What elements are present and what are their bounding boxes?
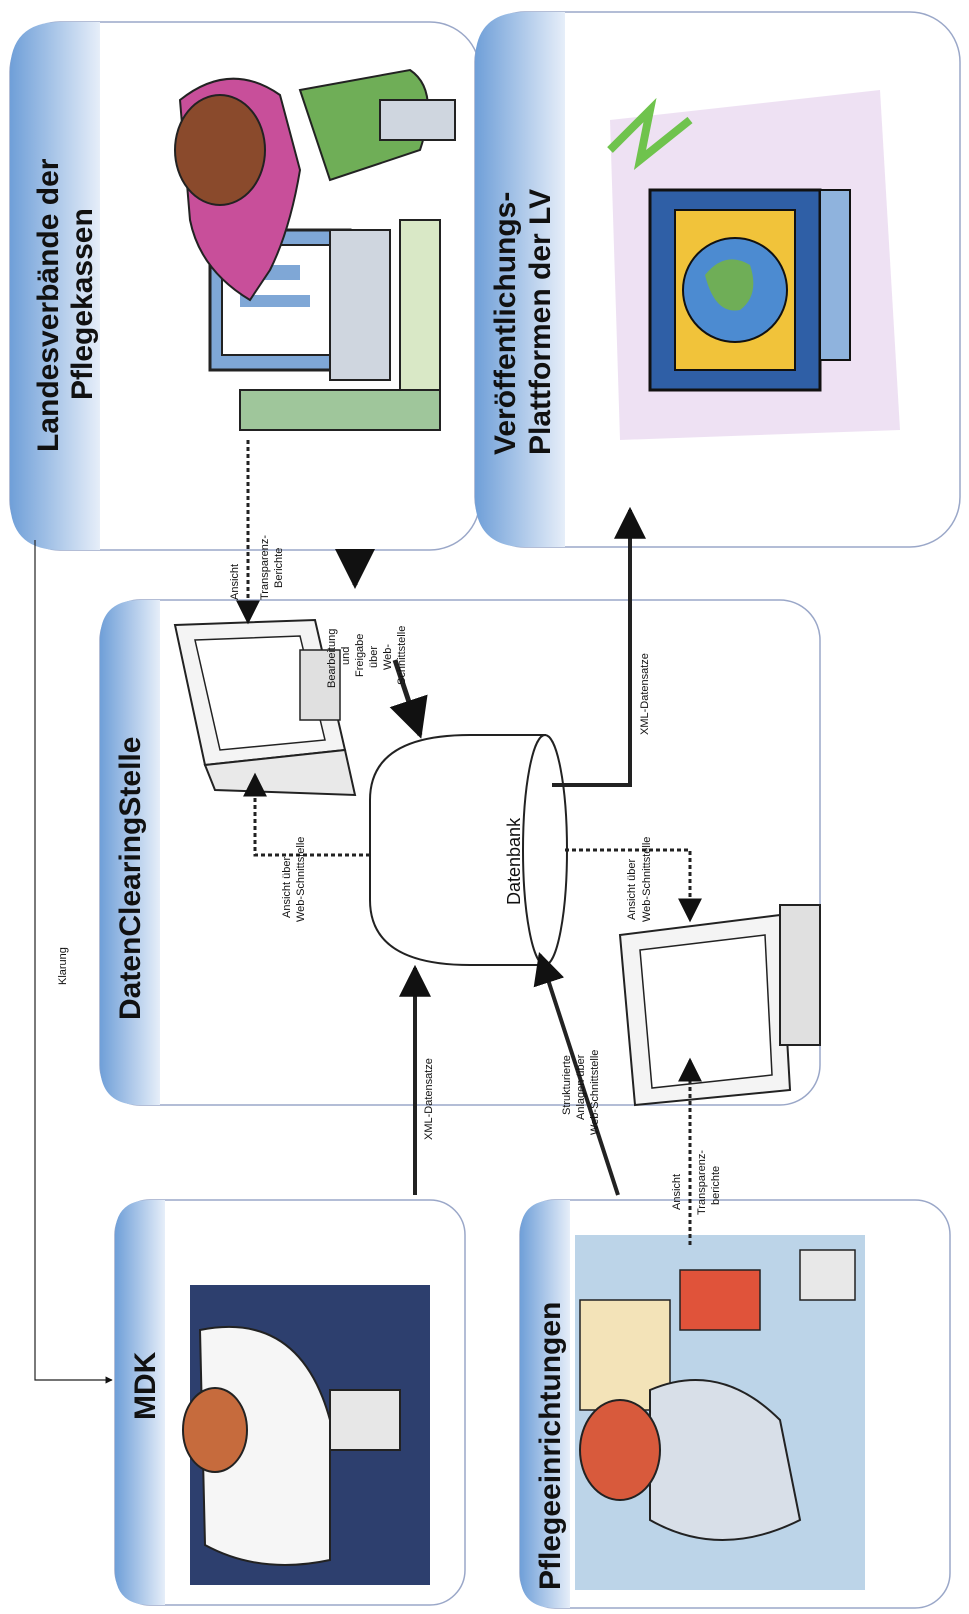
platform-title-2: Plattformen der LV [524, 189, 557, 455]
doctor-illustration [182, 1285, 430, 1585]
edge-xml-platform [552, 506, 646, 787]
database-label: Datenbank [504, 817, 524, 905]
edge-ansicht-web-top-l2: Web-Schnittstelle [295, 837, 307, 922]
edge-bearbeitung-l1: Bearbeitung [326, 629, 338, 688]
edge-ansicht-web-top-l1: Ansicht über [281, 857, 293, 918]
edge-ansicht-top-l2: Transparenz- [259, 535, 271, 600]
edge-ansicht-top-l3: Berichte [273, 548, 285, 588]
edge-xml-platform-label: XML-Datensatze [639, 653, 651, 735]
pflege-node: Pflegeeinrichtungen [519, 1199, 951, 1609]
edge-bearbeitung-l3: Freigabe [354, 634, 366, 677]
edge-bearbeitung-l6: Schnittstelle [396, 626, 408, 685]
mdk-node: MDK [114, 1199, 466, 1606]
edge-strukturierte-l3: Web-Schnittstelle [589, 1050, 601, 1135]
edge-ansicht-bottom-l3: berichte [710, 1166, 722, 1205]
edge-ansicht-top-l1: Ansicht [229, 564, 241, 600]
landesverbaende-title-1: Landesverbände der [32, 158, 65, 452]
edge-bearbeitung-l5: Web- [382, 644, 394, 670]
edge-klarung [34, 540, 113, 1384]
landesverbaende-title-2: Pflegekassen [66, 208, 99, 400]
edge-bearbeitung [389, 659, 428, 739]
landesverbaende-node: Landesverbände der Pflegekassen [9, 21, 481, 551]
edge-bearbeitung-l2: und [340, 647, 352, 665]
globe-monitor-illustration [607, 90, 900, 440]
edge-klarung-label: Klarung [57, 947, 69, 985]
monitor-bottom-icon [618, 904, 821, 1107]
pflege-title: Pflegeeinrichtungen [534, 1302, 567, 1590]
dcs-title: DatenClearingStelle [114, 737, 147, 1020]
edge-strukturierte [533, 951, 620, 1196]
edge-bearbeitung-l4: über [368, 646, 380, 668]
mdk-title: MDK [129, 1351, 162, 1420]
dcs-node: DatenClearingStelle Datenbank [99, 599, 821, 1107]
edge-strukturierte-l1: Strukturierte [561, 1055, 573, 1115]
edge-ansicht-bottom-l2: Transparenz- [696, 1150, 708, 1215]
edge-ansicht-web-bottom-l1: Ansicht über [626, 859, 638, 920]
edge-ansicht-web-top [243, 772, 370, 857]
edge-ansicht-bottom-l1: Ansicht [671, 1174, 683, 1210]
platform-node: Veröffentlichungs- Plattformen der LV [474, 11, 961, 548]
platform-title-1: Veröffentlichungs- [489, 192, 522, 455]
monitor-top-icon [173, 618, 357, 797]
edge-ansicht-web-bottom [565, 848, 702, 923]
care-facility-illustration [575, 1235, 865, 1590]
connectors: Klarung Ansicht Transparenz- Berichte Be… [34, 440, 722, 1384]
edge-xml-mdk-label: XML-Datensatze [423, 1058, 435, 1140]
edge-ansicht-web-bottom-l2: Web-Schnittstelle [641, 837, 653, 922]
database-cylinder: Datenbank [369, 734, 568, 966]
edge-strukturierte-l2: Anlagen über [575, 1054, 587, 1120]
person-computer-illustration [174, 68, 456, 431]
